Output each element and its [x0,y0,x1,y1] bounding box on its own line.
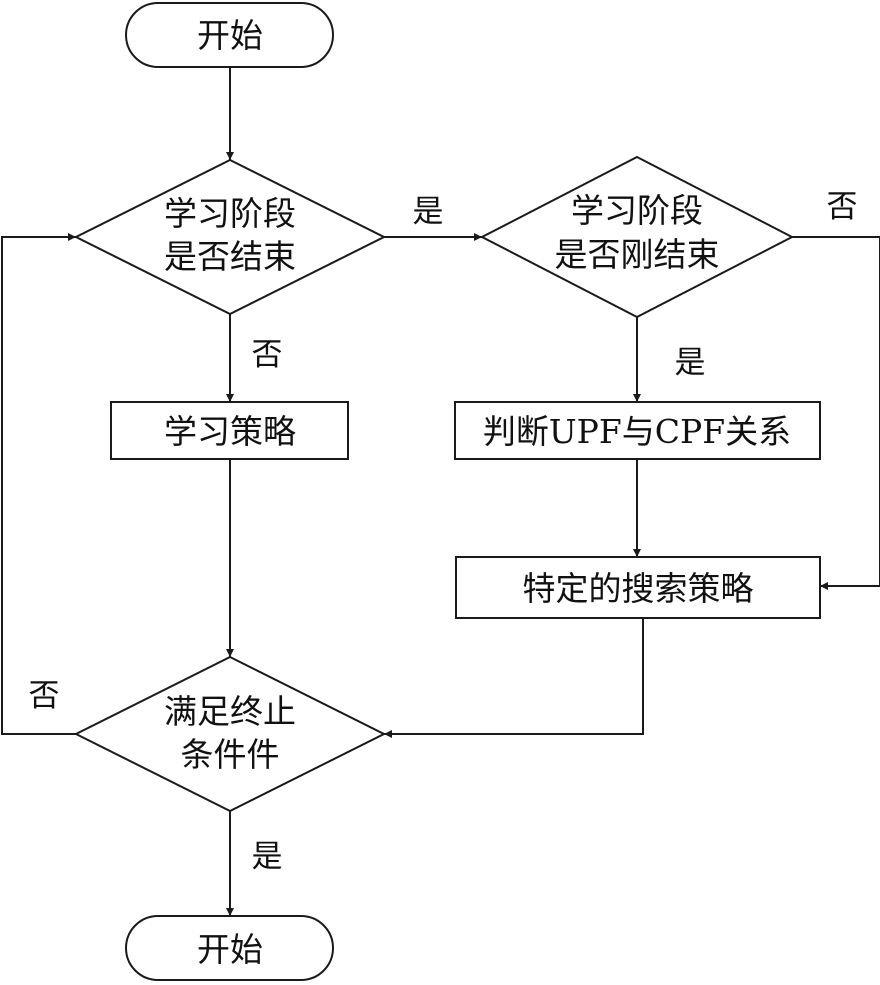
decision-termination: 满足终止 条件件 [73,655,387,813]
judge-relation-box: 判断UPF与CPF关系 [454,401,821,460]
judge-relation-label: 判断UPF与CPF关系 [483,412,791,451]
edge-just-done-no [792,236,880,590]
specific-search-box: 特定的搜索策略 [455,556,821,619]
edge-label-done-no: 否 [252,337,283,373]
decision-learning-just-done: 学习阶段 是否刚结束 [479,155,795,319]
decision-learning-done-line1: 学习阶段 [164,194,296,233]
edge-label-terminate-no: 否 [29,678,60,714]
decision-termination-line2: 条件件 [181,735,280,774]
learning-strategy-box: 学习策略 [110,401,349,460]
decision-learning-just-done-line1: 学习阶段 [571,191,703,230]
edge-termination-no-loop [1,233,76,735]
decision-learning-done: 学习阶段 是否结束 [73,158,387,316]
end-node: 开始 [125,915,334,981]
decision-termination-line1: 满足终止 [164,692,296,731]
start-label: 开始 [197,16,263,55]
specific-search-label: 特定的搜索策略 [523,569,754,608]
edge-label-done-yes: 是 [413,194,444,230]
edge-search-to-termination [384,618,644,738]
edge-label-just-done-no: 否 [827,189,858,225]
learning-strategy-label: 学习策略 [164,412,296,451]
edge-label-terminate-yes: 是 [252,839,283,875]
decision-learning-done-line2: 是否结束 [164,237,296,276]
end-label: 开始 [197,930,263,969]
edge-label-just-done-yes: 是 [675,345,706,381]
start-node: 开始 [125,2,334,68]
decision-learning-just-done-line2: 是否刚结束 [555,235,720,274]
